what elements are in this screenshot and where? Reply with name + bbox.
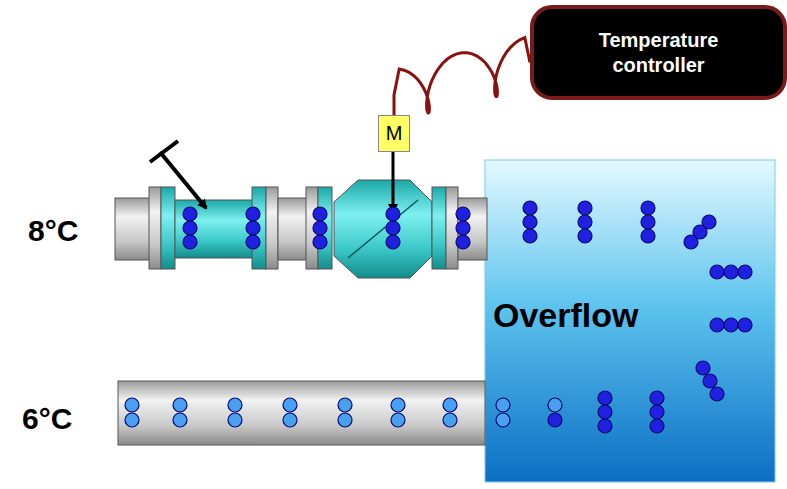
water-bubble: [283, 398, 297, 412]
water-bubble: [724, 265, 738, 279]
water-bubble: [125, 413, 139, 427]
water-bubble: [173, 413, 187, 427]
node-text: M: [386, 122, 403, 145]
water-bubble: [724, 318, 738, 332]
water-bubble: [496, 413, 510, 427]
water-bubble: [391, 398, 405, 412]
temperature-label: 8°C: [28, 214, 78, 248]
water-bubble: [228, 398, 242, 412]
water-bubble: [496, 398, 510, 412]
water-bubble: [456, 207, 470, 221]
water-bubble: [183, 221, 197, 235]
water-bubble: [523, 215, 537, 229]
water-bubble: [710, 318, 724, 332]
water-bubble: [443, 398, 457, 412]
water-bubble: [183, 235, 197, 249]
water-bubble: [598, 405, 612, 419]
water-bubble: [338, 413, 352, 427]
water-bubble: [641, 229, 655, 243]
controller-box: Temperature controller: [530, 5, 787, 100]
water-bubble: [246, 221, 260, 235]
water-bubble: [386, 221, 400, 235]
water-bubble: [246, 207, 260, 221]
water-bubble: [456, 235, 470, 249]
temperature-label: 6°C: [22, 402, 72, 436]
water-bubble: [738, 318, 752, 332]
water-bubble: [313, 221, 327, 235]
water-bubble: [738, 265, 752, 279]
water-bubble: [650, 419, 664, 433]
water-bubble: [456, 221, 470, 235]
water-bubble: [386, 207, 400, 221]
water-bubble: [641, 201, 655, 215]
water-bubble: [548, 398, 562, 412]
water-bubble: [710, 387, 724, 401]
water-bubble: [391, 413, 405, 427]
overflow-region: Overflow: [485, 160, 775, 482]
water-bubble: [650, 405, 664, 419]
motor-box: M: [378, 115, 410, 152]
water-bubble: [246, 235, 260, 249]
water-bubble: [183, 207, 197, 221]
water-bubble: [650, 391, 664, 405]
water-bubble: [578, 215, 592, 229]
water-bubble: [598, 391, 612, 405]
water-bubble: [338, 398, 352, 412]
water-bubble: [283, 413, 297, 427]
water-bubble: [598, 419, 612, 433]
node-text: Overflow: [493, 296, 638, 335]
water-bubble: [684, 235, 698, 249]
water-bubble: [523, 201, 537, 215]
water-bubble: [125, 398, 139, 412]
water-bubble: [386, 235, 400, 249]
water-bubble: [641, 215, 655, 229]
water-bubble: [548, 413, 562, 427]
water-bubble: [313, 207, 327, 221]
water-bubble: [578, 229, 592, 243]
node-text: Temperature controller: [556, 28, 761, 78]
water-bubble: [228, 413, 242, 427]
water-bubble: [173, 398, 187, 412]
water-bubble: [578, 201, 592, 215]
water-bubble: [313, 235, 327, 249]
water-bubble: [710, 265, 724, 279]
control-wire: [394, 38, 530, 115]
water-bubble: [703, 374, 717, 388]
water-bubble: [523, 229, 537, 243]
water-bubble: [443, 413, 457, 427]
water-bubble: [696, 361, 710, 375]
